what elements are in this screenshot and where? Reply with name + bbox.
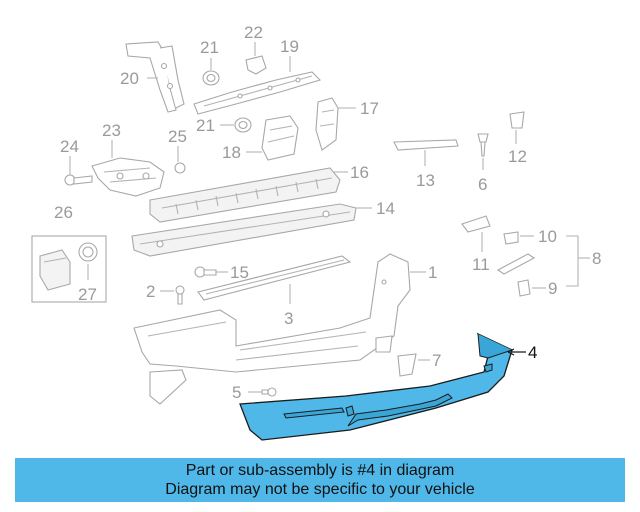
callout-24: 24: [60, 137, 79, 156]
part-9-clip[interactable]: [517, 279, 531, 297]
part-11-sensor-bracket[interactable]: [461, 215, 491, 233]
part-22-bracket[interactable]: [245, 55, 267, 75]
part-6-bolt[interactable]: [477, 133, 489, 157]
part-2-bolt[interactable]: [175, 285, 185, 305]
part-8-reflector[interactable]: [496, 253, 536, 275]
part-27-seal[interactable]: [78, 242, 98, 262]
part-18-energy-absorber[interactable]: [261, 115, 299, 161]
part-25-nut[interactable]: [174, 162, 186, 174]
info-banner: Part or sub-assembly is #4 in diagram Di…: [15, 458, 625, 502]
callout-3: 3: [284, 309, 293, 328]
callout-15: 15: [230, 263, 249, 282]
part-7-bracket[interactable]: [397, 353, 417, 377]
part-5-bolt[interactable]: [261, 387, 277, 397]
part-1-bumper-cover[interactable]: [133, 253, 411, 405]
part-21-clip-lower[interactable]: [234, 117, 252, 133]
callout-26: 26: [54, 203, 73, 222]
callout-14: 14: [376, 199, 395, 218]
callout-25: 25: [168, 127, 187, 146]
part-15-bolt[interactable]: [194, 266, 217, 278]
part-10-clip[interactable]: [503, 231, 519, 245]
part-19-upper-reinforcement[interactable]: [193, 71, 322, 115]
part-12-clip[interactable]: [509, 111, 525, 129]
callout-27: 27: [78, 285, 97, 304]
callout-16: 16: [350, 163, 369, 182]
part-17-bracket[interactable]: [315, 97, 339, 151]
callout-10: 10: [538, 227, 557, 246]
part-20-bracket[interactable]: [125, 41, 185, 113]
part-16-energy-absorber[interactable]: [149, 167, 341, 223]
callout-22: 22: [244, 23, 263, 42]
callout-11: 11: [472, 255, 490, 274]
callout-18: 18: [222, 143, 241, 162]
part-24-bolt[interactable]: [64, 174, 93, 186]
callout-4: 4: [528, 343, 537, 362]
banner-line-2: Diagram may not be specific to your vehi…: [165, 481, 475, 498]
callout-6: 6: [478, 175, 487, 194]
callout-9: 9: [548, 279, 557, 298]
part-21-clip-upper[interactable]: [202, 70, 220, 86]
callout-12: 12: [508, 147, 527, 166]
callout-19: 19: [280, 37, 299, 56]
part-14-impact-bar[interactable]: [131, 203, 357, 257]
banner-line-1: Part or sub-assembly is #4 in diagram: [185, 462, 455, 479]
callout-7: 7: [432, 351, 441, 370]
callout-2: 2: [146, 282, 155, 301]
callout-23: 23: [102, 121, 121, 140]
callout-5: 5: [232, 383, 241, 402]
callout-20: 20: [120, 69, 139, 88]
part-23-side-bracket[interactable]: [91, 157, 165, 197]
callout-1: 1: [428, 263, 437, 282]
part-13-molding[interactable]: [393, 139, 459, 151]
callout-21-lower: 21: [196, 116, 215, 135]
part-26-sensor[interactable]: [39, 249, 71, 291]
callout-13: 13: [416, 171, 435, 190]
part-3-trim-strip[interactable]: [197, 255, 352, 301]
part-4-lower-valance[interactable]: [239, 332, 513, 441]
callout-17: 17: [360, 99, 379, 118]
callout-8: 8: [592, 249, 601, 268]
callout-21-upper: 21: [200, 38, 219, 57]
